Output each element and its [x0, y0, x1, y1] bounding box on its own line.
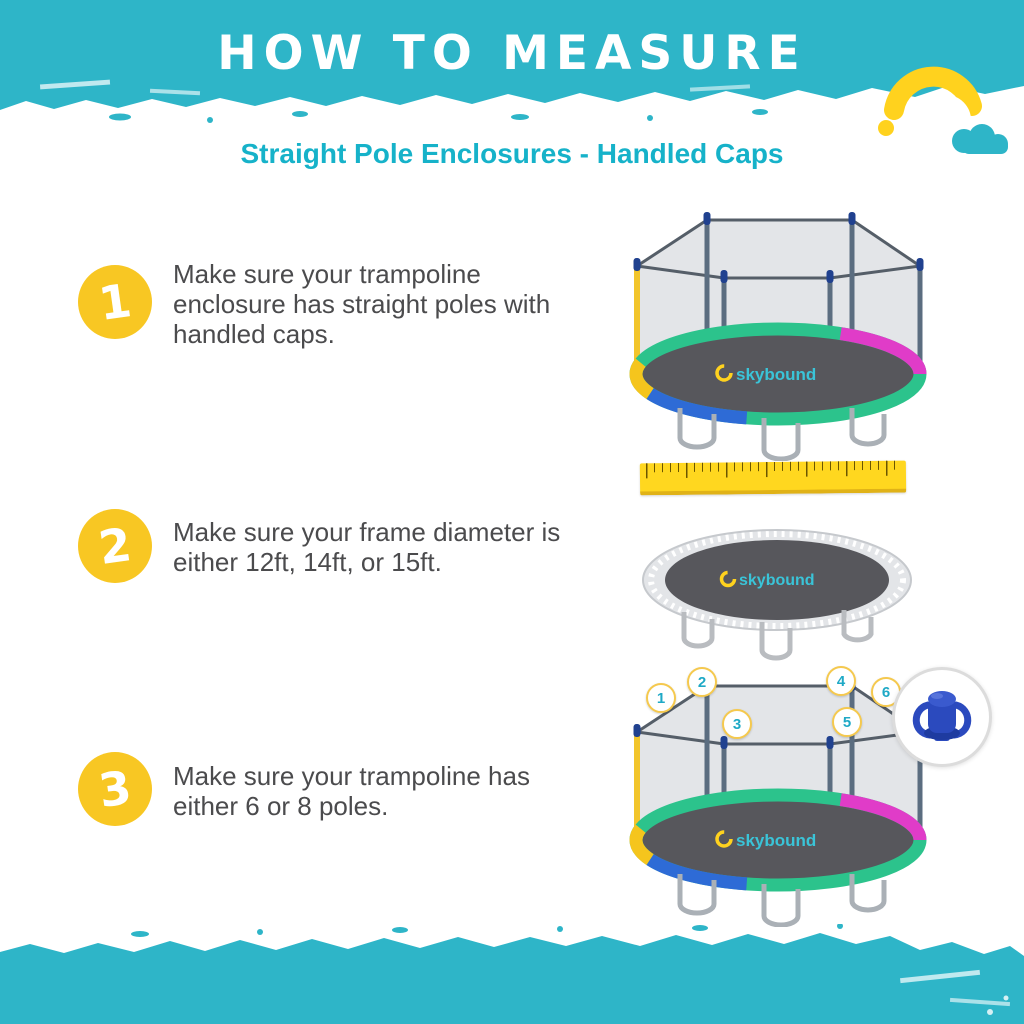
- frame-pad-ring: [629, 322, 927, 426]
- brand-name: skybound: [739, 572, 815, 589]
- handled-cap-icon: [912, 691, 972, 741]
- trampoline-legs: [681, 610, 874, 661]
- net-top-rim-back: [636, 684, 921, 734]
- top-brush-band: [0, 0, 1024, 123]
- jumping-mat: [636, 329, 920, 419]
- step-3-number: 3: [95, 760, 135, 818]
- step-2-text: Make sure your frame diameter is either …: [173, 517, 561, 577]
- springs-ring: [648, 531, 906, 629]
- step-3-number-badge: 3: [78, 752, 152, 826]
- pole-label-4: 4: [826, 666, 856, 696]
- step-1-text: Make sure your trampoline enclosure has …: [173, 259, 551, 349]
- brand-name: skybound: [736, 365, 816, 384]
- subtitle: Straight Pole Enclosures - Handled Caps: [240, 138, 784, 169]
- pole-label-6: 6: [871, 677, 901, 707]
- step-1-number-badge: 1: [78, 265, 152, 339]
- skybound-logo: skybound: [715, 830, 816, 850]
- step-1-number: 1: [95, 273, 135, 331]
- skybound-logo: skybound: [715, 364, 816, 384]
- pole-label-5: 5: [832, 707, 862, 737]
- handled-caps: [633, 212, 924, 283]
- pole-label-2: 2: [687, 667, 717, 697]
- step-2-number: 2: [95, 517, 135, 575]
- trampoline-frame-illustration: skybound: [642, 529, 912, 661]
- teal-cloud-icon: [952, 124, 1008, 154]
- page-title: HOW TO MEASURE: [217, 26, 807, 81]
- frame-pad-ring: [629, 788, 927, 892]
- trampoline-legs: [677, 874, 887, 927]
- brand-name: skybound: [736, 831, 816, 850]
- trampoline-legs: [677, 408, 887, 461]
- pole-label-1: 1: [646, 683, 676, 713]
- cloud-rainbow-logo-icon: [878, 66, 1008, 154]
- trampoline-with-enclosure-illustration: skybound: [629, 212, 927, 461]
- handled-cap-zoom-circle: [892, 667, 992, 767]
- net-top-rim-back: [636, 218, 921, 268]
- step-2-number-badge: 2: [78, 509, 152, 583]
- jumping-mat: [636, 795, 920, 885]
- skybound-logo: skybound: [719, 570, 815, 589]
- step-3-text: Make sure your trampoline has either 6 o…: [173, 761, 530, 821]
- measuring-ruler: [639, 460, 907, 496]
- bottom-brush-band: [0, 924, 1024, 1024]
- net-top-rim-front: [636, 730, 921, 746]
- pole-label-3: 3: [722, 709, 752, 739]
- net-top-rim-front: [636, 264, 921, 280]
- jumping-mat: [665, 540, 889, 620]
